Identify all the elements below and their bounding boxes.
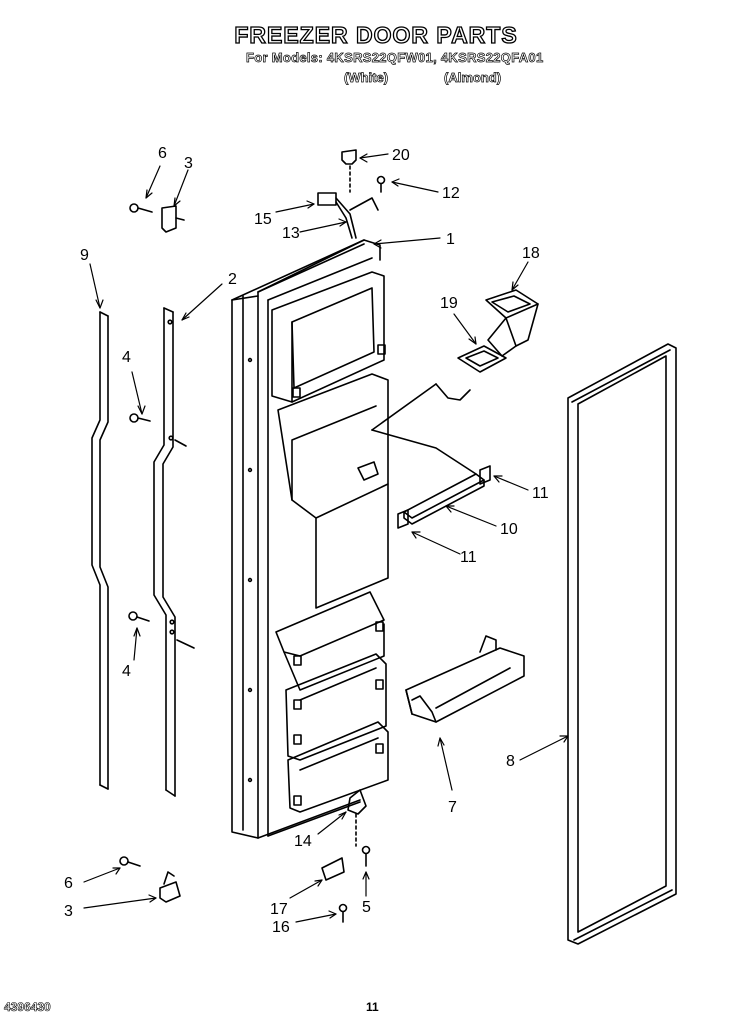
part-4-screw-lower [128,611,150,622]
callout-12: 12 [442,185,460,202]
part-17-bracket [321,857,345,881]
callout-16: 16 [272,919,290,936]
part-11-bracket-upper [479,465,491,485]
part-2-hinge-bar [153,307,195,797]
callout-10: 10 [500,521,518,538]
page-title: FREEZER DOOR PARTS [234,21,518,48]
part-3-bracket-top [161,205,185,233]
callout-11-lower: 11 [460,549,477,566]
variant-white: (White) [344,70,389,86]
part-8-gasket [567,343,677,945]
callout-15: 15 [254,211,272,228]
part-10-bar [371,383,485,525]
part-18-funnel [485,289,539,357]
callout-14: 14 [294,833,312,850]
part-12-screw [376,175,386,193]
callout-17: 17 [270,901,288,918]
callout-6-bottom: 6 [64,875,73,892]
part-15-connector [317,192,337,206]
variant-almond: (Almond) [444,70,502,86]
callout-8: 8 [506,753,515,770]
part-4-screw-upper [129,413,151,423]
callout-3-top: 3 [184,155,193,172]
callout-13: 13 [282,225,300,242]
callout-6-top: 6 [158,145,167,162]
part-6-screw-top [129,203,153,213]
callout-18: 18 [522,245,540,262]
part-7-door-bin [405,635,525,723]
callout-1: 1 [446,231,455,248]
callout-11-upper: 11 [532,485,549,502]
callout-7: 7 [448,799,457,816]
part-9-strip [91,311,109,790]
part-3-bracket-bottom [159,871,181,903]
callout-9: 9 [80,247,89,264]
callout-19: 19 [440,295,458,312]
part-5-screw [361,845,371,867]
leader-lines [83,153,569,923]
models-line: For Models: 4KSRS22QFW01, 4KSRS22QFA01 [246,50,544,66]
part-20-plug [341,149,357,193]
part-11-bracket-lower [397,509,409,529]
part-1-door-assembly [231,239,389,839]
callout-3-bottom: 3 [64,903,73,920]
callout-5: 5 [362,899,371,916]
part-6-screw-bottom [119,856,141,867]
callout-4-upper: 4 [122,349,131,366]
part-16-screw [338,903,348,923]
part-19-seal [457,345,507,373]
callout-numbers: 6 3 9 2 4 4 20 12 15 13 1 18 19 11 10 11… [64,145,549,936]
callout-2: 2 [228,271,237,288]
document-code: 4396430 [4,1000,51,1015]
part-13-harness [335,197,379,239]
callout-4-lower: 4 [122,663,131,680]
callout-20: 20 [392,147,410,164]
part-14-hinge [347,789,367,847]
page-number: 11 [366,1000,379,1014]
